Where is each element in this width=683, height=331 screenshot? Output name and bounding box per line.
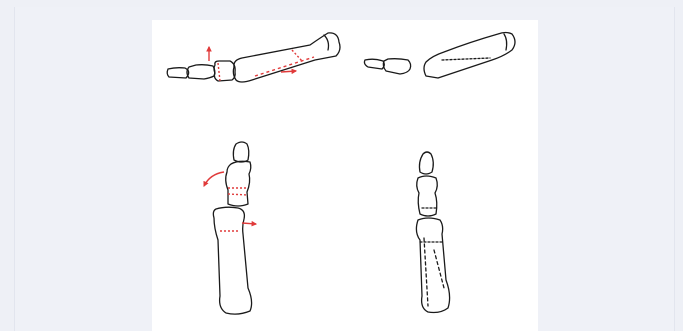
right-arrow-icon [242, 223, 256, 224]
metacarpal-head-line [504, 34, 507, 50]
middle-phalanx-bone [226, 161, 251, 206]
fracture-line [434, 250, 444, 288]
lateral-reduced-view [364, 33, 515, 79]
distal-phalanx-bone [419, 152, 433, 174]
fracture-line [228, 194, 248, 195]
ap-reduced-view [416, 152, 449, 313]
figure-panel [152, 20, 538, 331]
middle-phalanx-bone [187, 65, 215, 79]
distal-phalanx-bone [364, 59, 384, 69]
proximal-fragment-bone [214, 61, 235, 81]
fracture-line [442, 58, 490, 60]
middle-phalanx-bone [417, 176, 438, 216]
fracture-line [218, 63, 220, 81]
middle-phalanx-bone [383, 59, 410, 74]
fracture-line [292, 50, 302, 61]
lateral-fracture-annotations [209, 47, 314, 81]
ap-fracture-view [213, 142, 251, 314]
finger-fracture-illustration [152, 20, 538, 331]
fracture-line [424, 238, 428, 306]
proximal-phalanx-bone [416, 218, 449, 313]
distal-phalanx-bone [167, 68, 188, 78]
metacarpal-bone [233, 33, 340, 82]
metacarpal-bone [424, 33, 515, 79]
rotation-arrow-icon [204, 172, 224, 186]
metacarpal-head-line [324, 35, 329, 50]
right-arrow-icon [281, 71, 296, 72]
distal-phalanx-bone [233, 142, 248, 162]
fracture-line [255, 57, 314, 76]
